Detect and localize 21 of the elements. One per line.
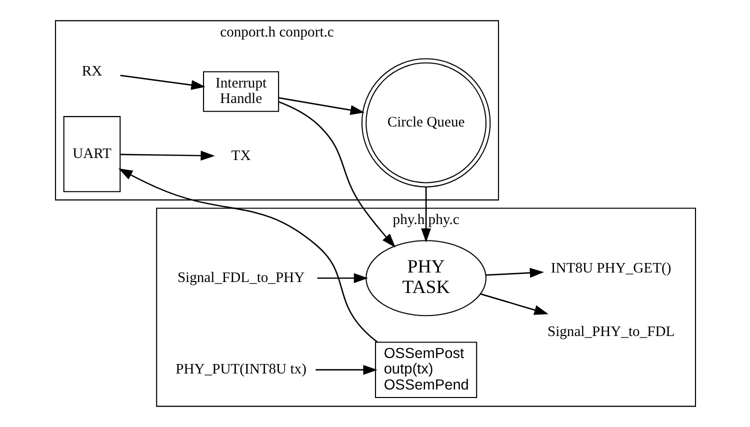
node-text: Signal_FDL_to_PHY — [176, 270, 304, 286]
arrow — [278, 101, 396, 248]
arrow — [480, 293, 548, 315]
node-text: RX — [81, 64, 102, 80]
node-ellipse: PHY TASK — [365, 240, 486, 316]
arrow — [120, 74, 205, 90]
node-box: Interrupt Handle — [202, 71, 279, 112]
node-box: UART — [62, 116, 120, 192]
arrow — [278, 97, 364, 115]
node-text: Signal_PHY_to_FDL — [546, 324, 674, 340]
arrow — [315, 364, 377, 375]
arrow — [118, 168, 378, 343]
arrow — [316, 273, 368, 284]
node-box: OSSemPost outp(tx) OSSemPend — [374, 342, 477, 398]
node-circle: Circle Queue — [360, 58, 490, 188]
arrow — [420, 187, 431, 243]
node-text: PHY_PUT(INT8U tx) — [175, 362, 306, 378]
node-text: INT8U PHY_GET() — [550, 260, 671, 277]
node-text: TX — [230, 148, 250, 164]
arrow — [120, 150, 214, 161]
arrow — [485, 268, 544, 278]
